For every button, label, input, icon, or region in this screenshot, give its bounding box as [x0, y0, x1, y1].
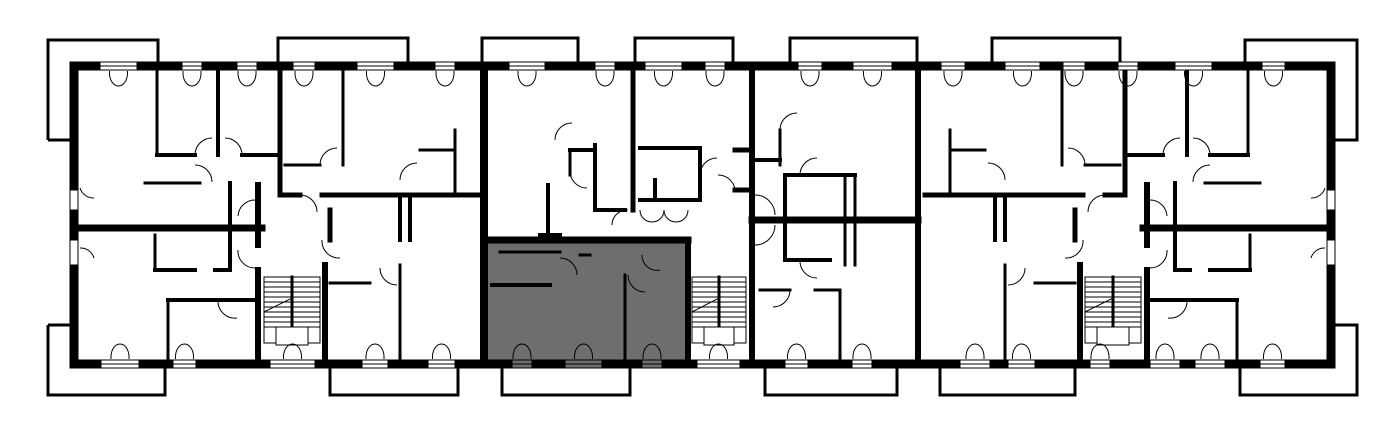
balcony	[46, 323, 167, 397]
balcony	[1238, 323, 1359, 397]
balcony	[46, 38, 160, 142]
window-swing	[595, 71, 615, 87]
window-swing	[110, 343, 130, 359]
balcony	[763, 366, 899, 397]
door-swing	[611, 209, 629, 226]
stair-arrow	[1084, 298, 1112, 313]
stair-landing	[275, 326, 309, 346]
door-swing	[319, 147, 338, 166]
window-swing	[517, 71, 537, 87]
door-swing	[379, 267, 398, 286]
door-swing	[641, 254, 661, 271]
door-swing	[554, 122, 573, 141]
door-swing	[194, 137, 213, 156]
window-swing	[943, 71, 963, 87]
door-swing	[237, 249, 256, 269]
window-swing	[863, 71, 882, 87]
door-swing	[224, 137, 243, 156]
window-swing	[654, 71, 673, 87]
window-swing	[1064, 71, 1084, 87]
door-swing	[772, 289, 791, 308]
door-swing	[237, 199, 256, 217]
door-swing	[399, 162, 418, 181]
stair-arrow	[691, 298, 718, 313]
door-swing	[717, 174, 736, 191]
window-swing	[1200, 343, 1220, 359]
balcony	[633, 36, 735, 66]
window-swing	[1184, 71, 1203, 87]
door-swing	[799, 259, 818, 279]
window-swing	[709, 343, 728, 359]
door-swing	[194, 164, 213, 183]
window-swing	[435, 71, 455, 87]
staircases	[263, 275, 1142, 346]
side-window	[69, 239, 79, 266]
window-swing	[182, 71, 202, 87]
door-swing	[559, 257, 578, 276]
window-swing	[294, 71, 314, 87]
balcony	[1243, 38, 1359, 142]
window-swing	[852, 343, 872, 359]
window-swing	[1090, 343, 1110, 359]
window-swing	[175, 343, 194, 359]
window-swing	[705, 71, 725, 87]
balcony	[990, 36, 1122, 66]
balconies	[46, 36, 1359, 397]
door-swing	[299, 194, 318, 213]
door-swing	[627, 274, 646, 293]
highlighted-apartment[interactable]	[488, 240, 688, 362]
balcony	[276, 36, 410, 66]
window-swing	[512, 343, 532, 359]
stair-landing	[703, 326, 735, 346]
window-swing	[1013, 71, 1032, 87]
window-swing	[283, 343, 302, 359]
balcony	[328, 366, 460, 397]
door-swing	[754, 224, 776, 246]
door-swing	[79, 187, 95, 199]
window-swing	[1118, 71, 1138, 87]
window-swing	[642, 343, 662, 359]
window-swing	[237, 71, 257, 87]
window-swing	[787, 343, 806, 359]
window-swing	[365, 343, 385, 359]
door-swing	[79, 247, 95, 259]
side-window	[1326, 189, 1336, 211]
window-swing	[1155, 343, 1175, 359]
middle-interior	[484, 112, 922, 365]
window-swing	[965, 343, 985, 359]
door-swing	[699, 157, 718, 176]
balcony	[500, 366, 632, 397]
balcony	[480, 36, 580, 66]
balcony	[788, 36, 919, 66]
door-swing	[799, 157, 818, 176]
window-swing	[800, 71, 820, 87]
window-swing	[109, 71, 128, 87]
side-window	[69, 189, 79, 211]
side-window	[1326, 239, 1336, 266]
stair-arrow	[263, 298, 291, 313]
balcony	[938, 366, 1077, 397]
stair-landing	[1096, 326, 1130, 346]
door-swing	[663, 209, 689, 223]
window-swing	[1263, 343, 1282, 359]
door-swing	[321, 239, 341, 259]
door-swing	[639, 209, 665, 223]
window-swing	[366, 71, 385, 87]
windows	[69, 61, 1336, 369]
door-swing	[754, 194, 776, 216]
window-swing	[1264, 71, 1283, 87]
window-swing	[574, 343, 593, 359]
door-swing	[217, 299, 238, 319]
window-swing	[432, 343, 451, 359]
window-swing	[1012, 343, 1031, 359]
door-swing	[779, 112, 798, 131]
left-wing-interior	[74, 68, 483, 363]
door-swing	[569, 169, 588, 189]
